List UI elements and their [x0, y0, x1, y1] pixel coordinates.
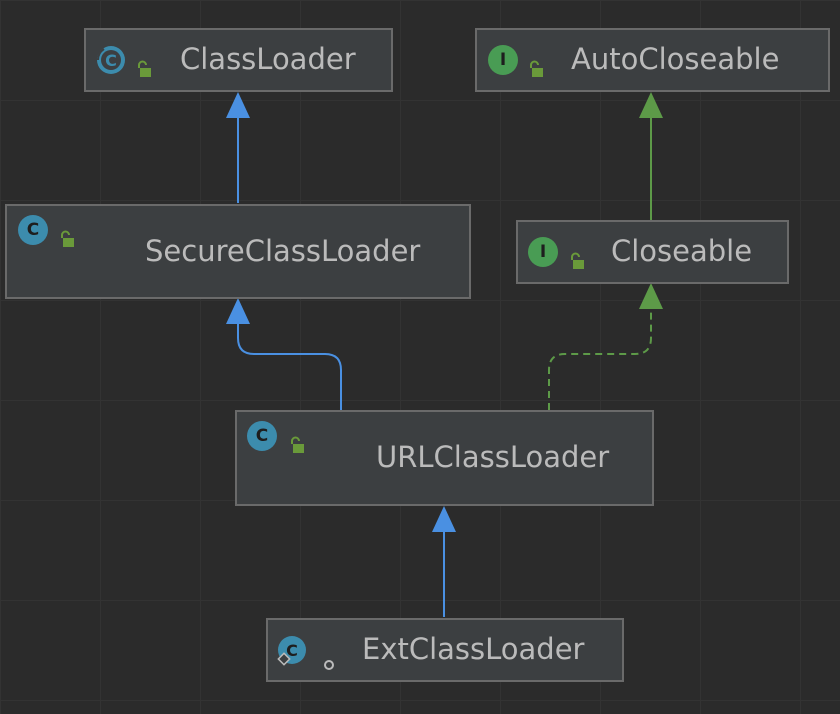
- arrowhead-closeable: [639, 283, 663, 309]
- node-label-extclassloader: ExtClassLoader: [362, 632, 585, 666]
- node-urlclassloader[interactable]: C URLClassLoader: [235, 410, 654, 506]
- svg-text:C: C: [286, 641, 298, 660]
- interface-icon: I: [488, 45, 518, 75]
- node-autocloseable[interactable]: I AutoCloseable: [475, 28, 830, 92]
- unlocked-padlock-icon: [135, 51, 153, 85]
- edge-urlclassloader-to-secureclassloader: [237, 322, 342, 410]
- node-classloader[interactable]: C ClassLoader: [84, 28, 393, 92]
- edge-urlclassloader-implements-closeable: [548, 308, 652, 410]
- node-closeable[interactable]: I Closeable: [516, 220, 789, 284]
- static-class-icon: C: [277, 635, 311, 676]
- interface-icon: I: [528, 237, 558, 267]
- node-label-closeable: Closeable: [611, 234, 753, 268]
- circle-dot-icon: [323, 644, 335, 678]
- node-label-secureclassloader: SecureClassLoader: [145, 234, 421, 268]
- node-secureclassloader[interactable]: C SecureClassLoader: [5, 204, 471, 299]
- unlocked-padlock-icon: [288, 427, 306, 461]
- arrowhead-autocloseable: [639, 92, 663, 118]
- arrowhead-classloader: [226, 92, 250, 118]
- arrowhead-urlclassloader: [432, 506, 456, 532]
- node-label-urlclassloader: URLClassLoader: [376, 440, 610, 474]
- unlocked-padlock-icon: [568, 243, 586, 277]
- unlocked-padlock-icon: [527, 51, 545, 85]
- node-label-autocloseable: AutoCloseable: [571, 42, 780, 76]
- unlocked-padlock-icon: [58, 221, 76, 255]
- class-icon: C: [247, 421, 277, 451]
- abstract-class-icon: C: [96, 45, 126, 82]
- node-label-classloader: ClassLoader: [180, 42, 356, 76]
- class-icon: C: [18, 215, 48, 245]
- arrowhead-secureclassloader: [226, 298, 250, 324]
- svg-text:C: C: [105, 51, 117, 70]
- node-extclassloader[interactable]: C ExtClassLoader: [266, 618, 624, 682]
